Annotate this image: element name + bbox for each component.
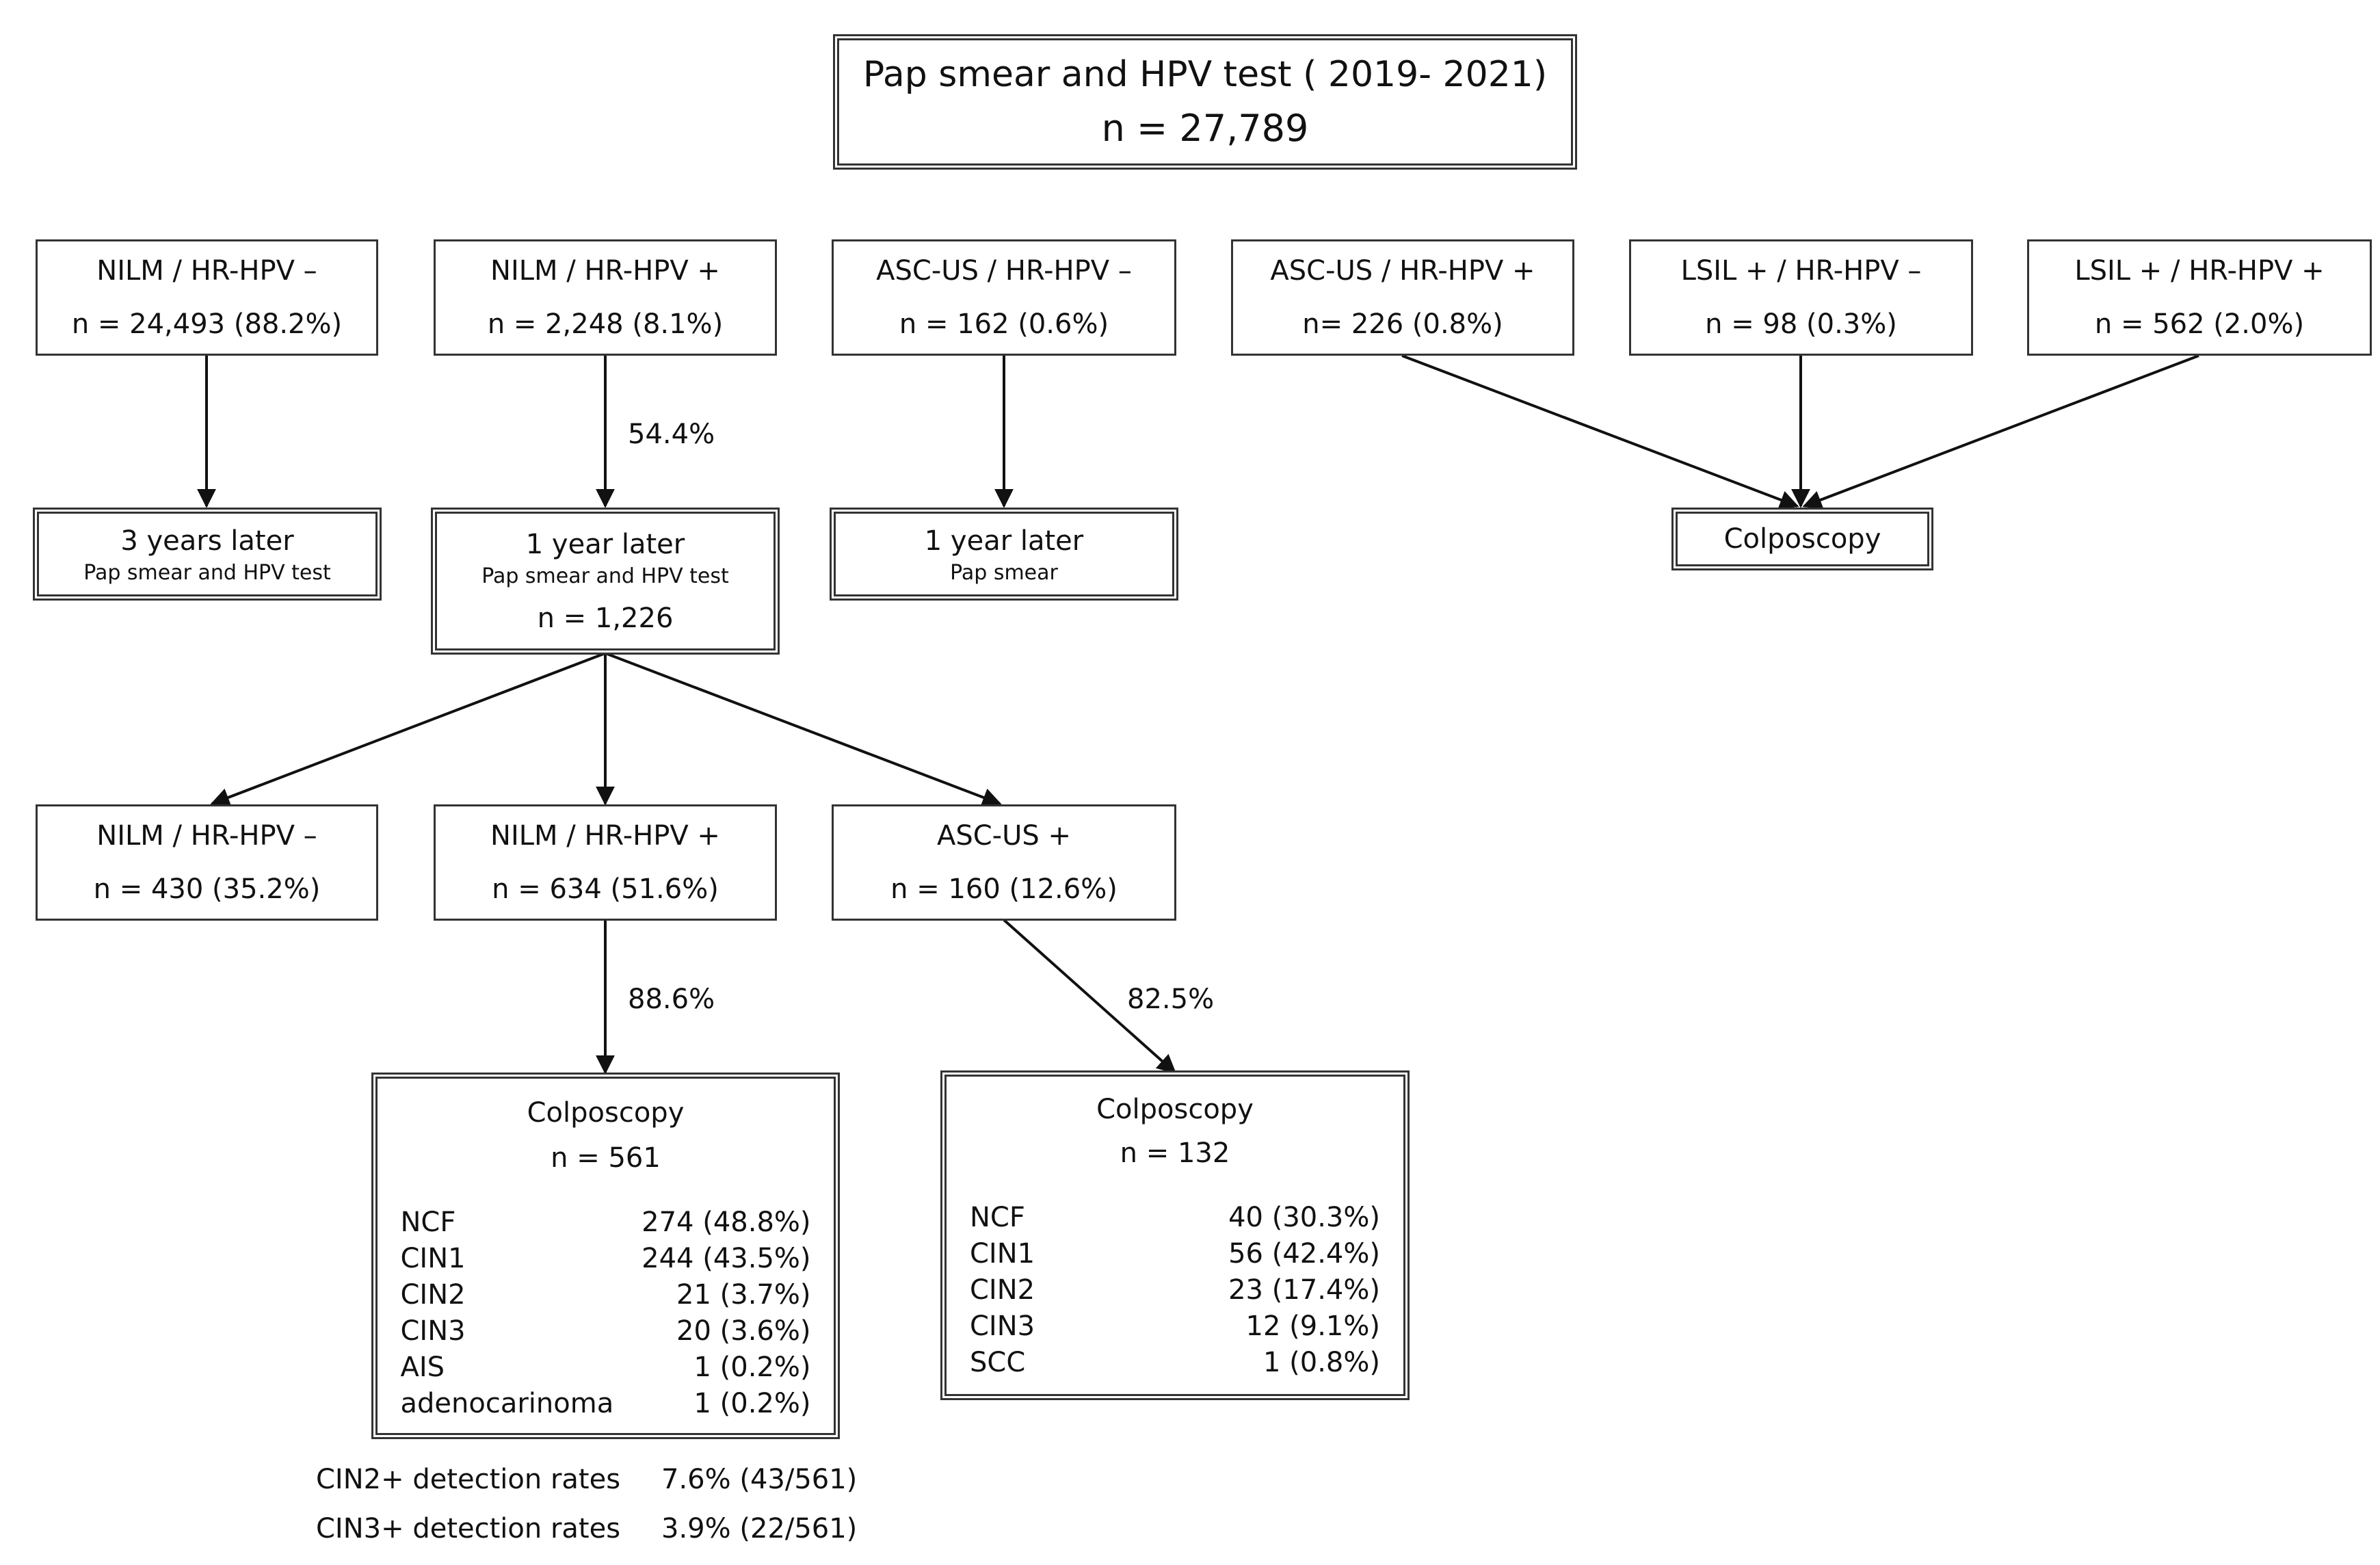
table-row: CIN1 56 (42.4%) bbox=[970, 1236, 1380, 1272]
row1-nilm-hpv-neg: NILM / HR-HPV – n = 24,493 (88.2%) bbox=[36, 239, 378, 356]
row1-lsil-hpv-pos: LSIL + / HR-HPV + n = 562 (2.0%) bbox=[2027, 239, 2372, 356]
table-row: CIN2 21 (3.7%) bbox=[401, 1277, 811, 1313]
table-row: NCF 40 (30.3%) bbox=[970, 1200, 1380, 1236]
results-table: NCF 274 (48.8%) CIN1 244 (43.5%) CIN2 21 (3… bbox=[401, 1205, 811, 1422]
row1-nilm-hpv-pos: NILM / HR-HPV + n = 2,248 (8.1%) bbox=[434, 239, 777, 356]
category-label: NILM / HR-HPV + bbox=[490, 820, 720, 852]
category-label: ASC-US / HR-HPV + bbox=[1270, 255, 1535, 287]
category-label: LSIL + / HR-HPV + bbox=[2074, 255, 2325, 287]
followup-title: 1 year later bbox=[525, 528, 685, 560]
result-label: NCF bbox=[400, 1207, 456, 1238]
colposcopy-title: Colposcopy bbox=[527, 1097, 685, 1129]
result-label: CIN3 bbox=[400, 1315, 466, 1347]
colposcopy-title: Colposcopy bbox=[1096, 1094, 1254, 1125]
followup-subtitle: Pap smear and HPV test bbox=[83, 561, 331, 585]
total-title: Pap smear and HPV test ( 2019- 2021) bbox=[862, 54, 1548, 95]
detection-rate-cin2: CIN2+ detection rates 7.6% (43/561) bbox=[316, 1464, 857, 1495]
table-row: CIN3 20 (3.6%) bbox=[401, 1313, 811, 1350]
followup-subtitle: Pap smear and HPV test bbox=[481, 564, 729, 588]
table-row: SCC 1 (0.8%) bbox=[970, 1345, 1380, 1381]
result-label: SCC bbox=[970, 1347, 1026, 1378]
result-label: CIN3 bbox=[970, 1311, 1035, 1342]
category-label: NILM / HR-HPV – bbox=[96, 255, 317, 287]
row3-nilm-hpv-neg: NILM / HR-HPV – n = 430 (35.2%) bbox=[36, 804, 378, 921]
colposcopy-results-561: Colposcopy n = 561 NCF 274 (48.8%) CIN1 24… bbox=[371, 1073, 840, 1439]
row1-ascus-hpv-pos: ASC-US / HR-HPV + n= 226 (0.8%) bbox=[1231, 239, 1574, 356]
result-value: 1 (0.8%) bbox=[1263, 1347, 1380, 1378]
category-label: ASC-US / HR-HPV – bbox=[876, 255, 1132, 287]
result-label: CIN1 bbox=[400, 1243, 466, 1274]
result-label: CIN2 bbox=[970, 1274, 1035, 1306]
result-label: CIN1 bbox=[970, 1238, 1035, 1270]
percentage-label: 88.6% bbox=[628, 984, 715, 1015]
result-value: 40 (30.3%) bbox=[1228, 1202, 1380, 1233]
table-row: AIS 1 (0.2%) bbox=[401, 1350, 811, 1386]
rate-value: 3.9% (22/561) bbox=[661, 1513, 858, 1544]
count-label: n = 430 (35.2%) bbox=[93, 873, 321, 905]
result-label: CIN2 bbox=[400, 1279, 466, 1311]
category-label: ASC-US + bbox=[936, 820, 1071, 852]
result-value: 21 (3.7%) bbox=[676, 1279, 811, 1311]
category-label: NILM / HR-HPV – bbox=[96, 820, 317, 852]
percentage-label: 82.5% bbox=[1127, 984, 1215, 1015]
result-value: 274 (48.8%) bbox=[642, 1207, 811, 1238]
result-value: 23 (17.4%) bbox=[1228, 1274, 1380, 1306]
table-row: CIN3 12 (9.1%) bbox=[970, 1308, 1380, 1345]
result-value: 12 (9.1%) bbox=[1245, 1311, 1380, 1342]
total-count: n = 27,789 bbox=[1101, 107, 1309, 150]
result-label: AIS bbox=[400, 1352, 445, 1383]
colposcopy-title: Colposcopy bbox=[1723, 523, 1881, 555]
table-row: CIN2 23 (17.4%) bbox=[970, 1272, 1380, 1308]
arrow-ascus-pos-to-colpo bbox=[1401, 354, 1799, 510]
arrow-1y-to-nilm-neg bbox=[210, 652, 606, 807]
result-value: 1 (0.2%) bbox=[693, 1352, 811, 1383]
count-label: n = 98 (0.3%) bbox=[1705, 308, 1897, 340]
row3-nilm-hpv-pos: NILM / HR-HPV + n = 634 (51.6%) bbox=[434, 804, 777, 921]
arrow-ascus-to-colpo bbox=[1003, 919, 1177, 1074]
rate-label: CIN3+ detection rates bbox=[316, 1513, 621, 1544]
total-box: Pap smear and HPV test ( 2019- 2021) n =… bbox=[833, 34, 1577, 170]
result-value: 244 (43.5%) bbox=[642, 1243, 811, 1274]
result-label: adenocarinoma bbox=[400, 1388, 614, 1419]
colposcopy-count: n = 132 bbox=[1120, 1137, 1230, 1169]
count-label: n = 24,493 (88.2%) bbox=[71, 308, 343, 340]
followup-title: 1 year later bbox=[924, 525, 1084, 557]
colposcopy-direct: Colposcopy bbox=[1671, 508, 1933, 570]
count-label: n = 634 (51.6%) bbox=[492, 873, 719, 905]
followup-1-year-pap: 1 year later Pap smear bbox=[830, 508, 1178, 601]
category-label: LSIL + / HR-HPV – bbox=[1680, 255, 1922, 287]
count-label: n = 162 (0.6%) bbox=[899, 308, 1109, 340]
table-row: NCF 274 (48.8%) bbox=[401, 1205, 811, 1241]
count-label: n= 226 (0.8%) bbox=[1302, 308, 1503, 340]
row3-ascus-plus: ASC-US + n = 160 (12.6%) bbox=[832, 804, 1176, 921]
row1-lsil-hpv-neg: LSIL + / HR-HPV – n = 98 (0.3%) bbox=[1629, 239, 1973, 356]
results-table: NCF 40 (30.3%) CIN1 56 (42.4%) CIN2 23 (17.… bbox=[970, 1200, 1380, 1381]
count-label: n = 562 (2.0%) bbox=[2094, 308, 2305, 340]
row1-ascus-hpv-neg: ASC-US / HR-HPV – n = 162 (0.6%) bbox=[832, 239, 1176, 356]
result-value: 1 (0.2%) bbox=[693, 1388, 811, 1419]
arrow-1y-to-ascus bbox=[605, 652, 1002, 807]
colposcopy-count: n = 561 bbox=[551, 1142, 661, 1174]
result-value: 20 (3.6%) bbox=[676, 1315, 811, 1347]
result-label: NCF bbox=[970, 1202, 1025, 1233]
result-value: 56 (42.4%) bbox=[1228, 1238, 1380, 1270]
followup-3-years: 3 years later Pap smear and HPV test bbox=[33, 508, 382, 601]
colposcopy-results-132: Colposcopy n = 132 NCF 40 (30.3%) CIN1 56 … bbox=[940, 1070, 1410, 1400]
count-label: n = 2,248 (8.1%) bbox=[487, 308, 724, 340]
detection-rate-cin3: CIN3+ detection rates 3.9% (22/561) bbox=[316, 1513, 857, 1544]
percentage-label: 54.4% bbox=[628, 419, 715, 450]
count-label: n = 160 (12.6%) bbox=[890, 873, 1118, 905]
table-row: CIN1 244 (43.5%) bbox=[401, 1241, 811, 1277]
table-row: adenocarinoma 1 (0.2%) bbox=[401, 1386, 811, 1422]
followup-subtitle: Pap smear bbox=[950, 561, 1058, 585]
rate-value: 7.6% (43/561) bbox=[661, 1464, 858, 1495]
rate-label: CIN2+ detection rates bbox=[316, 1464, 621, 1495]
arrow-lsil-pos-to-colpo bbox=[1802, 354, 2199, 510]
category-label: NILM / HR-HPV + bbox=[490, 255, 720, 287]
followup-count: n = 1,226 bbox=[537, 602, 674, 634]
followup-title: 3 years later bbox=[120, 525, 294, 557]
followup-1-year-pap-hpv: 1 year later Pap smear and HPV test n = … bbox=[431, 508, 780, 655]
